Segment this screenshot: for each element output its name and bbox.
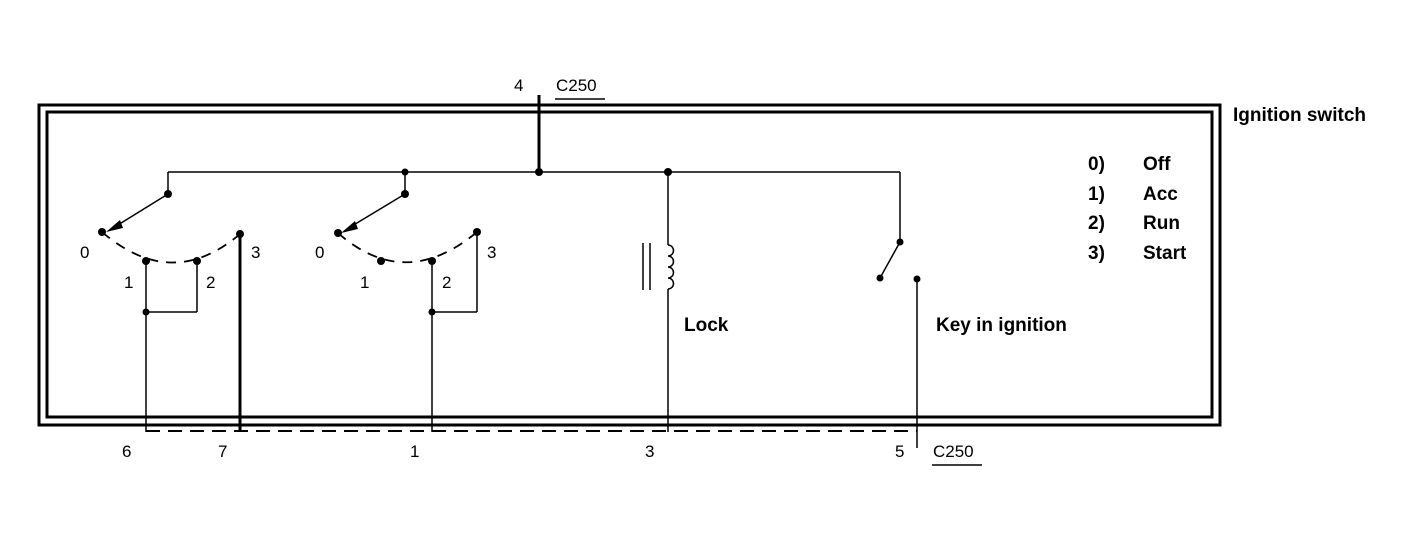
lock-coil [667,244,675,290]
top-pin-label: 4 [514,76,523,95]
switch2-contact-1 [377,257,385,265]
bottom-pin-1: 1 [410,442,419,461]
switch2-pos-label-0: 0 [315,243,324,262]
switch1-pos-label-3: 3 [251,243,260,262]
switch2-arm [346,193,406,230]
bottom-pin-5: 5 [895,442,904,461]
switch1-pos-label-0: 0 [80,243,89,262]
outer-frame [37,103,1222,427]
switch1-jumper-junction [142,308,150,316]
legend-num-2: 2) [1088,213,1105,234]
key-blade-end [876,274,884,282]
legend-name-2: Run [1143,213,1180,234]
component-title: Ignition switch [1233,105,1366,126]
switch1-arm [112,193,169,229]
switch2-pos-label-3: 3 [487,243,496,262]
switch2-travel-arc [337,231,478,264]
legend-name-0: Off [1143,154,1171,175]
switch-2: 0 1 2 3 [315,172,496,425]
switch-1: 0 1 2 3 [80,172,260,425]
top-connector-label: C250 [556,76,597,95]
lock-solenoid: Lock [642,172,729,425]
legend-num-3: 3) [1088,243,1105,264]
switch2-contact-0 [334,229,342,237]
bottom-pin-7: 7 [218,442,227,461]
legend-num-0: 0) [1088,154,1105,175]
switch1-travel-arc [101,231,241,264]
bottom-connector-label: C250 [933,442,974,461]
switch2-jumper-junction [428,308,436,316]
key-in-ignition-switch: Key in ignition [876,172,1067,425]
key-switch-blade [879,241,901,279]
bottom-pin-6: 6 [122,442,131,461]
legend-name-1: Acc [1143,184,1178,205]
switch1-pos-label-2: 2 [206,273,215,292]
switch2-pos-label-1: 1 [360,273,369,292]
legend-name-3: Start [1143,243,1187,264]
inner-frame [45,110,1214,419]
bus-junction-center [535,168,543,176]
switch1-contact-0 [98,228,106,236]
position-legend: 0) Off 1) Acc 2) Run 3) Start [1088,154,1187,264]
key-in-ignition-label: Key in ignition [936,315,1067,336]
switch1-pos-label-1: 1 [124,273,133,292]
bottom-pin-3: 3 [645,442,654,461]
legend-num-1: 1) [1088,184,1105,205]
switch1-arm-arrow [106,220,123,232]
switch2-arm-arrow [341,221,358,233]
lock-label: Lock [684,315,729,336]
switch2-pos-label-2: 2 [442,273,451,292]
